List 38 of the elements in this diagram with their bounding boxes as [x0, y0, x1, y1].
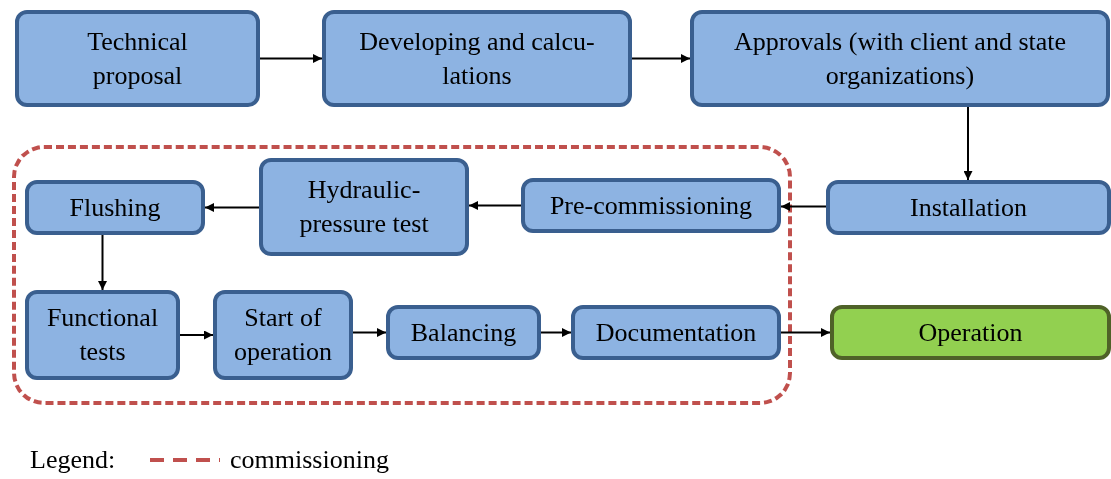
step-label: Functional tests — [45, 302, 160, 368]
arrow — [259, 54, 323, 63]
process-box — [690, 10, 1110, 107]
dashed-region — [12, 145, 792, 405]
arrow — [468, 201, 522, 210]
process-box — [15, 10, 260, 107]
process-box — [521, 178, 781, 233]
process-box — [259, 158, 469, 256]
arrow — [98, 234, 107, 291]
step-label: Flushing — [69, 191, 161, 224]
process-box — [322, 10, 632, 107]
arrow — [780, 328, 831, 337]
arrow — [780, 202, 827, 211]
arrow — [352, 328, 387, 337]
process-box — [213, 290, 353, 380]
legend-title: Legend: — [30, 445, 116, 475]
step-label: Balancing — [410, 316, 517, 349]
process-box — [571, 305, 781, 360]
step-label: Developing and calcu- lations — [358, 25, 596, 92]
process-box — [826, 180, 1111, 235]
step-label: Technical proposal — [86, 25, 189, 92]
process-box — [386, 305, 541, 360]
step-label: Hydraulic- pressure test — [298, 174, 430, 240]
arrow — [631, 54, 691, 63]
process-box — [25, 290, 180, 380]
legend-label: commissioning — [230, 445, 389, 475]
step-label: Start of operation — [232, 302, 334, 368]
arrow — [204, 203, 260, 212]
step-label: Documentation — [595, 316, 757, 349]
step-label: Installation — [910, 191, 1027, 224]
arrow — [179, 330, 214, 340]
process-box — [25, 180, 205, 235]
step-label: Operation — [918, 316, 1023, 349]
arrow — [963, 106, 973, 181]
step-label: Pre-commissioning — [549, 189, 753, 222]
step-label: Approvals (with client and state organizations) — [732, 25, 1068, 92]
arrow — [540, 328, 572, 337]
final-step-box — [830, 305, 1111, 360]
